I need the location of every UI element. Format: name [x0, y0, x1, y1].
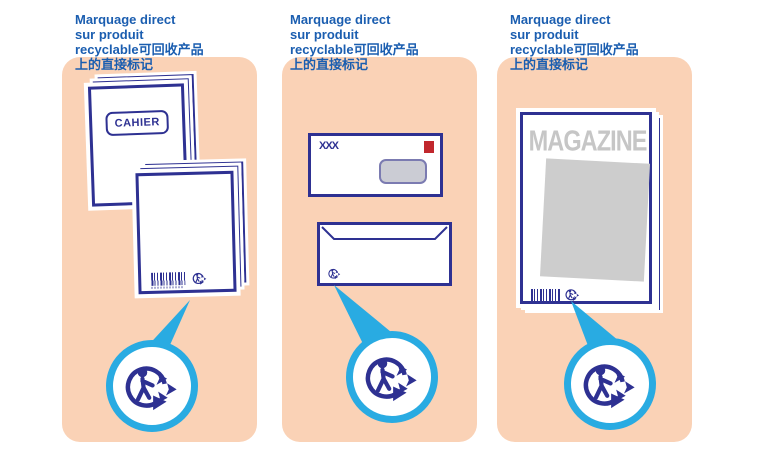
envelope-back — [317, 222, 452, 286]
heading-line: sur produit — [290, 27, 359, 42]
heading-line: recyclable可回收产品 — [290, 42, 419, 57]
triman-callout-badge — [346, 331, 438, 423]
panel-magazine: MAGAZINE — [497, 57, 692, 442]
heading-line: sur produit — [510, 27, 579, 42]
envelope-flap-icon — [321, 226, 448, 240]
stamp-icon — [424, 141, 434, 153]
panel-3-heading: Marquage direct sur produit recyclable可回… — [510, 12, 639, 72]
cover-photo-placeholder — [539, 158, 651, 282]
envelope-front: XXX — [308, 133, 443, 197]
triman-callout-badge — [106, 340, 198, 432]
panel-notebooks: CAHIER — [62, 57, 257, 442]
panel-1-heading: Marquage direct sur produit recyclable可回… — [75, 12, 204, 72]
heading-line: 上的直接标记 — [510, 57, 589, 72]
triman-icon — [192, 270, 208, 286]
heading-line: Marquage direct — [510, 12, 611, 27]
heading-line: 上的直接标记 — [290, 57, 369, 72]
heading-line: sur produit — [75, 27, 144, 42]
heading-line: Marquage direct — [75, 12, 176, 27]
triman-icon — [582, 356, 638, 412]
heading-line: 上的直接标记 — [75, 57, 154, 72]
notebook-cover — [135, 170, 237, 295]
heading-line: Marquage direct — [290, 12, 391, 27]
sender-marking: XXX — [319, 140, 339, 152]
triman-icon — [328, 267, 341, 280]
triman-icon — [124, 358, 180, 414]
triman-icon — [565, 287, 580, 302]
triman-callout-badge — [564, 338, 656, 430]
magazine-title: MAGAZINE — [528, 125, 648, 158]
notebook-back-cover — [135, 161, 247, 295]
triman-icon — [364, 349, 420, 405]
barcode-icon — [151, 272, 186, 286]
panel-2-heading: Marquage direct sur produit recyclable可回… — [290, 12, 419, 72]
barcode-icon — [531, 289, 561, 304]
magazine: MAGAZINE — [520, 112, 660, 310]
notebook-title-label: CAHIER — [105, 109, 170, 137]
heading-line: recyclable可回收产品 — [510, 42, 639, 57]
panel-envelopes: XXX — [282, 57, 477, 442]
heading-line: recyclable可回收产品 — [75, 42, 204, 57]
address-window — [379, 159, 427, 184]
magazine-cover: MAGAZINE — [520, 112, 652, 304]
